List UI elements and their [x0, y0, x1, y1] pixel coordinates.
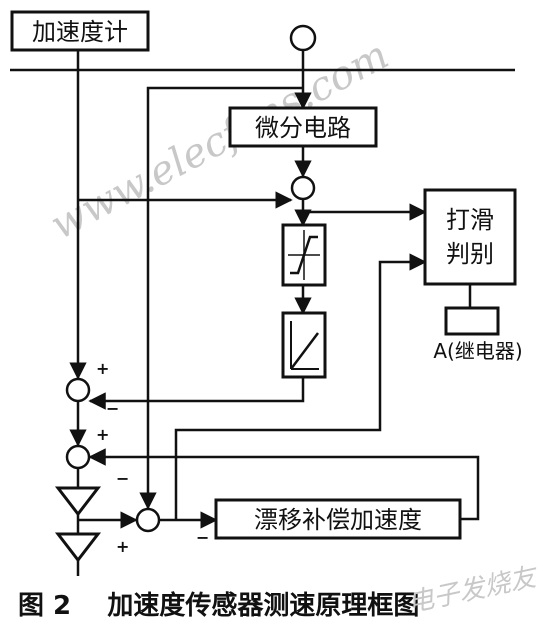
wire-sum1-to-slip — [301, 199, 427, 221]
relay-box — [444, 306, 500, 336]
wire-bus-branch — [139, 86, 303, 510]
differentiator-label: 微分电路 — [255, 114, 351, 142]
input-terminal — [289, 24, 317, 52]
sum3-minus: − — [116, 469, 129, 488]
relay-label: A(继电器) — [433, 339, 522, 363]
integrator-block — [281, 311, 327, 379]
wire-drift-feedback — [88, 448, 480, 521]
amplifier-2 — [54, 532, 102, 563]
slip-detect-box — [423, 188, 517, 286]
ramp-icon — [290, 321, 319, 370]
summing-node-1 — [290, 175, 316, 201]
nonlinear-icon — [288, 230, 320, 280]
drift-comp-label: 漂移补偿加速度 — [254, 506, 422, 534]
watermark-corner: 电子发烧友 — [405, 562, 541, 619]
sum3-plus: + — [96, 425, 109, 444]
slip-detect-label-2: 判别 — [446, 240, 494, 268]
summing-node-3 — [65, 444, 91, 470]
accelerometer-label: 加速度计 — [32, 18, 128, 46]
accelerometer-box — [10, 10, 150, 52]
sum2-minus: − — [106, 399, 119, 418]
drift-comp-box — [214, 498, 462, 540]
amplifier-1 — [54, 486, 102, 517]
summing-node-2 — [65, 377, 91, 403]
sum4-plus: + — [116, 537, 129, 556]
figure-caption: 图 2 加速度传感器测速原理框图 — [18, 590, 419, 621]
sum4-minus: − — [196, 528, 209, 547]
wire-integrator-to-sum2 — [88, 377, 305, 410]
slip-detect-label-1: 打滑 — [446, 206, 494, 234]
summing-node-4 — [135, 507, 161, 533]
wire-sum4-to-slip — [174, 253, 427, 520]
sum2-plus: + — [96, 359, 109, 378]
